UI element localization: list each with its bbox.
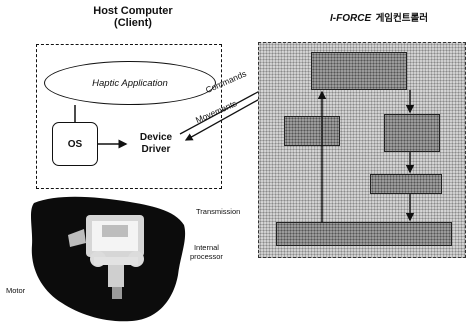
internal-label-line2: processor <box>190 252 223 261</box>
internal-label-line1: Internal <box>190 243 223 252</box>
joystick-photo <box>28 195 188 323</box>
internal-processor-label: Internal processor <box>190 243 223 261</box>
motor-label: Motor <box>6 286 25 296</box>
transmission-label: Transmission <box>196 207 240 217</box>
